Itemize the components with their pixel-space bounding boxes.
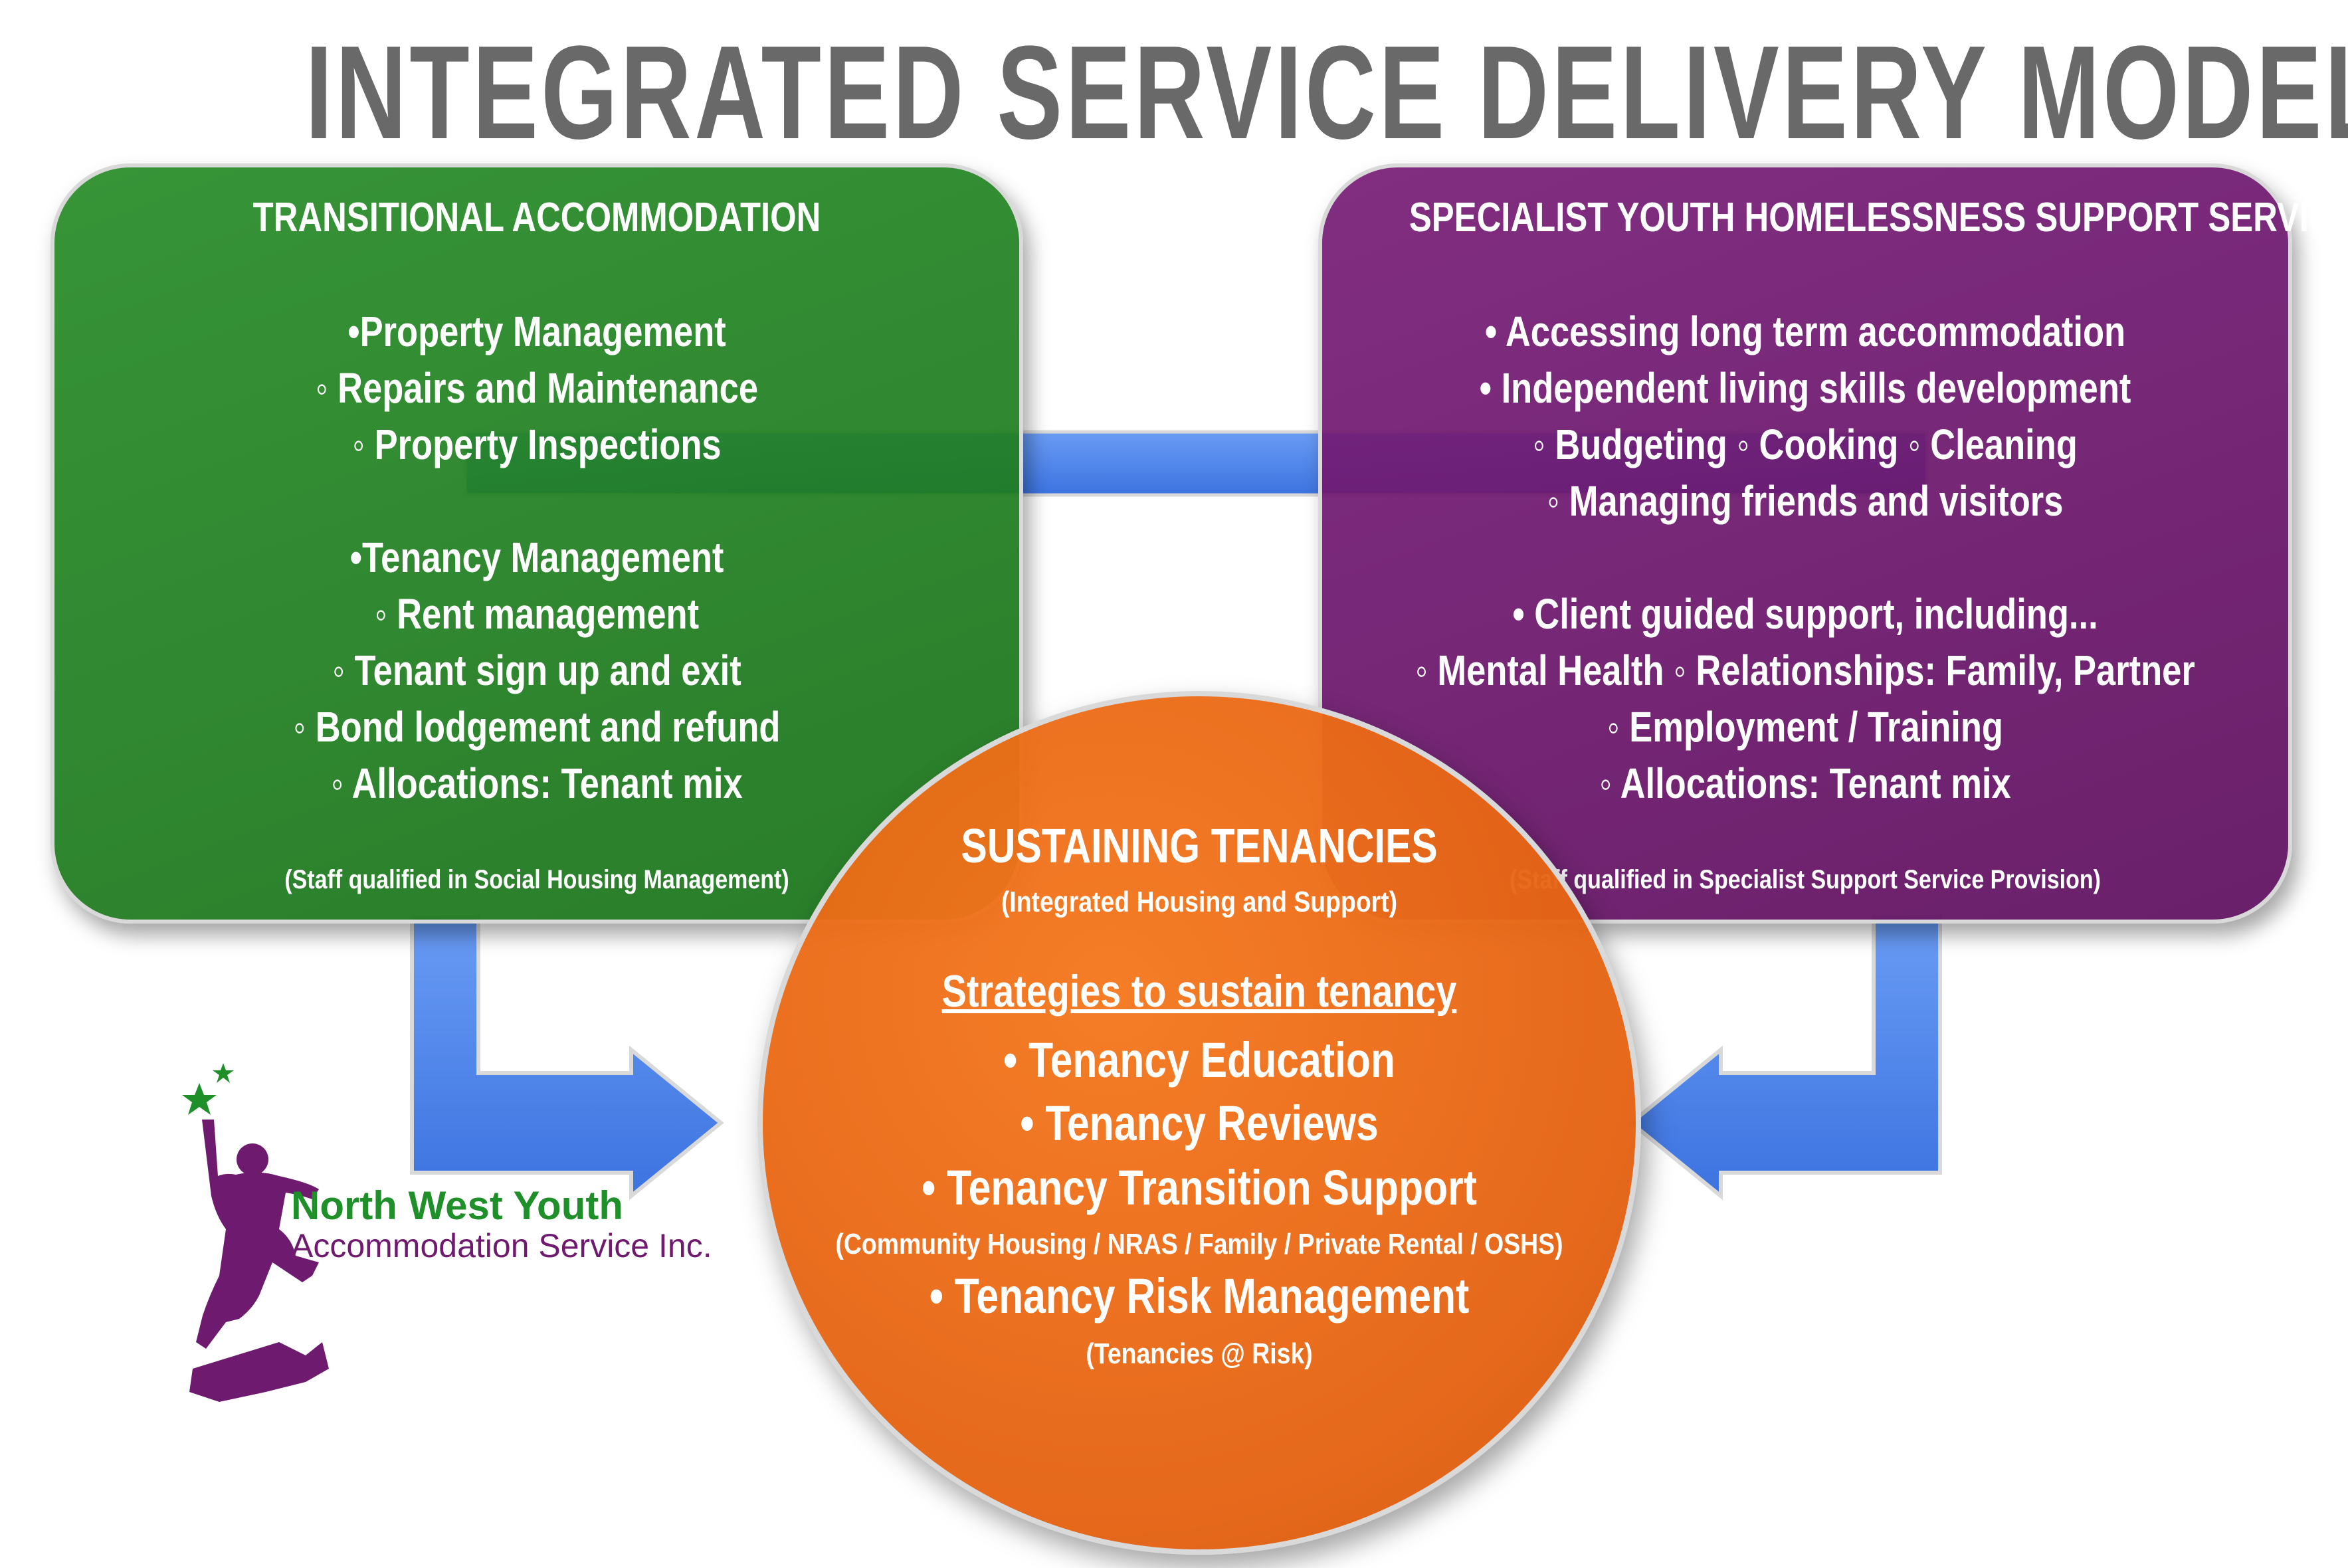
reaching-figure-icon <box>182 1063 329 1402</box>
organisation-logo: North West Youth Accommodation Service I… <box>179 1056 724 1415</box>
right-list-2: • Client guided support, including... ◦ … <box>1322 586 2288 812</box>
sustaining-tenancies-circle: SUSTAINING TENANCIES (Integrated Housing… <box>757 691 1641 1555</box>
left-list-1: •Property Management ◦ Repairs and Maint… <box>54 304 1019 473</box>
left-item: ◦ Bond lodgement and refund <box>293 703 781 751</box>
sustaining-tenancies-title: SUSTAINING TENANCIES <box>961 820 1438 873</box>
right-staff-note: (Staff qualified in Specialist Support S… <box>1510 865 2101 894</box>
right-item: ◦ Mental Health ◦ Relationships: Family,… <box>1415 646 2195 694</box>
left-item: ◦ Tenant sign up and exit <box>332 646 741 694</box>
strategy-note: (Community Housing / NRAS / Family / Pri… <box>835 1228 1563 1260</box>
left-elbow-arrow <box>410 915 724 1201</box>
transitional-accommodation-heading: TRANSITIONAL ACCOMMODATION <box>252 195 821 241</box>
left-item: ◦ Property Inspections <box>352 421 722 468</box>
right-elbow-arrow <box>1628 915 1942 1201</box>
left-item: •Tenancy Management <box>349 534 724 581</box>
strategy-item: • Tenancy Education <box>1003 1032 1395 1088</box>
transitional-accommodation-box: TRANSITIONAL ACCOMMODATION •Property Man… <box>50 163 1023 924</box>
strategy-note: (Tenancies @ Risk) <box>1086 1337 1313 1370</box>
logo-line-1: North West Youth <box>291 1183 623 1228</box>
right-list-1: • Accessing long term accommodation • In… <box>1322 304 2288 530</box>
right-item: • Client guided support, including... <box>1512 590 2098 638</box>
specialist-support-heading: SPECIALIST YOUTH HOMELESSNESS SUPPORT SE… <box>1409 195 2348 241</box>
logo-line-2: Accommodation Service Inc. <box>291 1227 712 1264</box>
sustaining-tenancies-subtitle: (Integrated Housing and Support) <box>1001 886 1398 918</box>
right-item: ◦ Budgeting ◦ Cooking ◦ Cleaning <box>1533 421 2078 468</box>
strategies-heading: Strategies to sustain tenancy <box>941 966 1457 1017</box>
page-title: INTEGRATED SERVICE DELIVERY MODEL <box>305 19 2348 167</box>
left-item: •Property Management <box>347 308 726 355</box>
left-staff-note: (Staff qualified in Social Housing Manag… <box>284 865 789 894</box>
left-list-2: •Tenancy Management ◦ Rent management ◦ … <box>54 530 1019 812</box>
strategy-item: • Tenancy Reviews <box>1020 1096 1379 1151</box>
right-item: ◦ Managing friends and visitors <box>1547 477 2064 525</box>
strategy-item: • Tenancy Risk Management <box>929 1268 1470 1323</box>
left-item: ◦ Rent management <box>374 590 700 638</box>
right-item: • Independent living skills development <box>1479 364 2131 412</box>
strategy-item: • Tenancy Transition Support <box>921 1160 1478 1215</box>
right-item: ◦ Allocations: Tenant mix <box>1599 759 2011 807</box>
left-item: ◦ Allocations: Tenant mix <box>331 759 743 807</box>
right-item: • Accessing long term accommodation <box>1484 308 2126 355</box>
right-item: ◦ Employment / Training <box>1607 703 2003 751</box>
left-item: ◦ Repairs and Maintenance <box>315 364 759 412</box>
